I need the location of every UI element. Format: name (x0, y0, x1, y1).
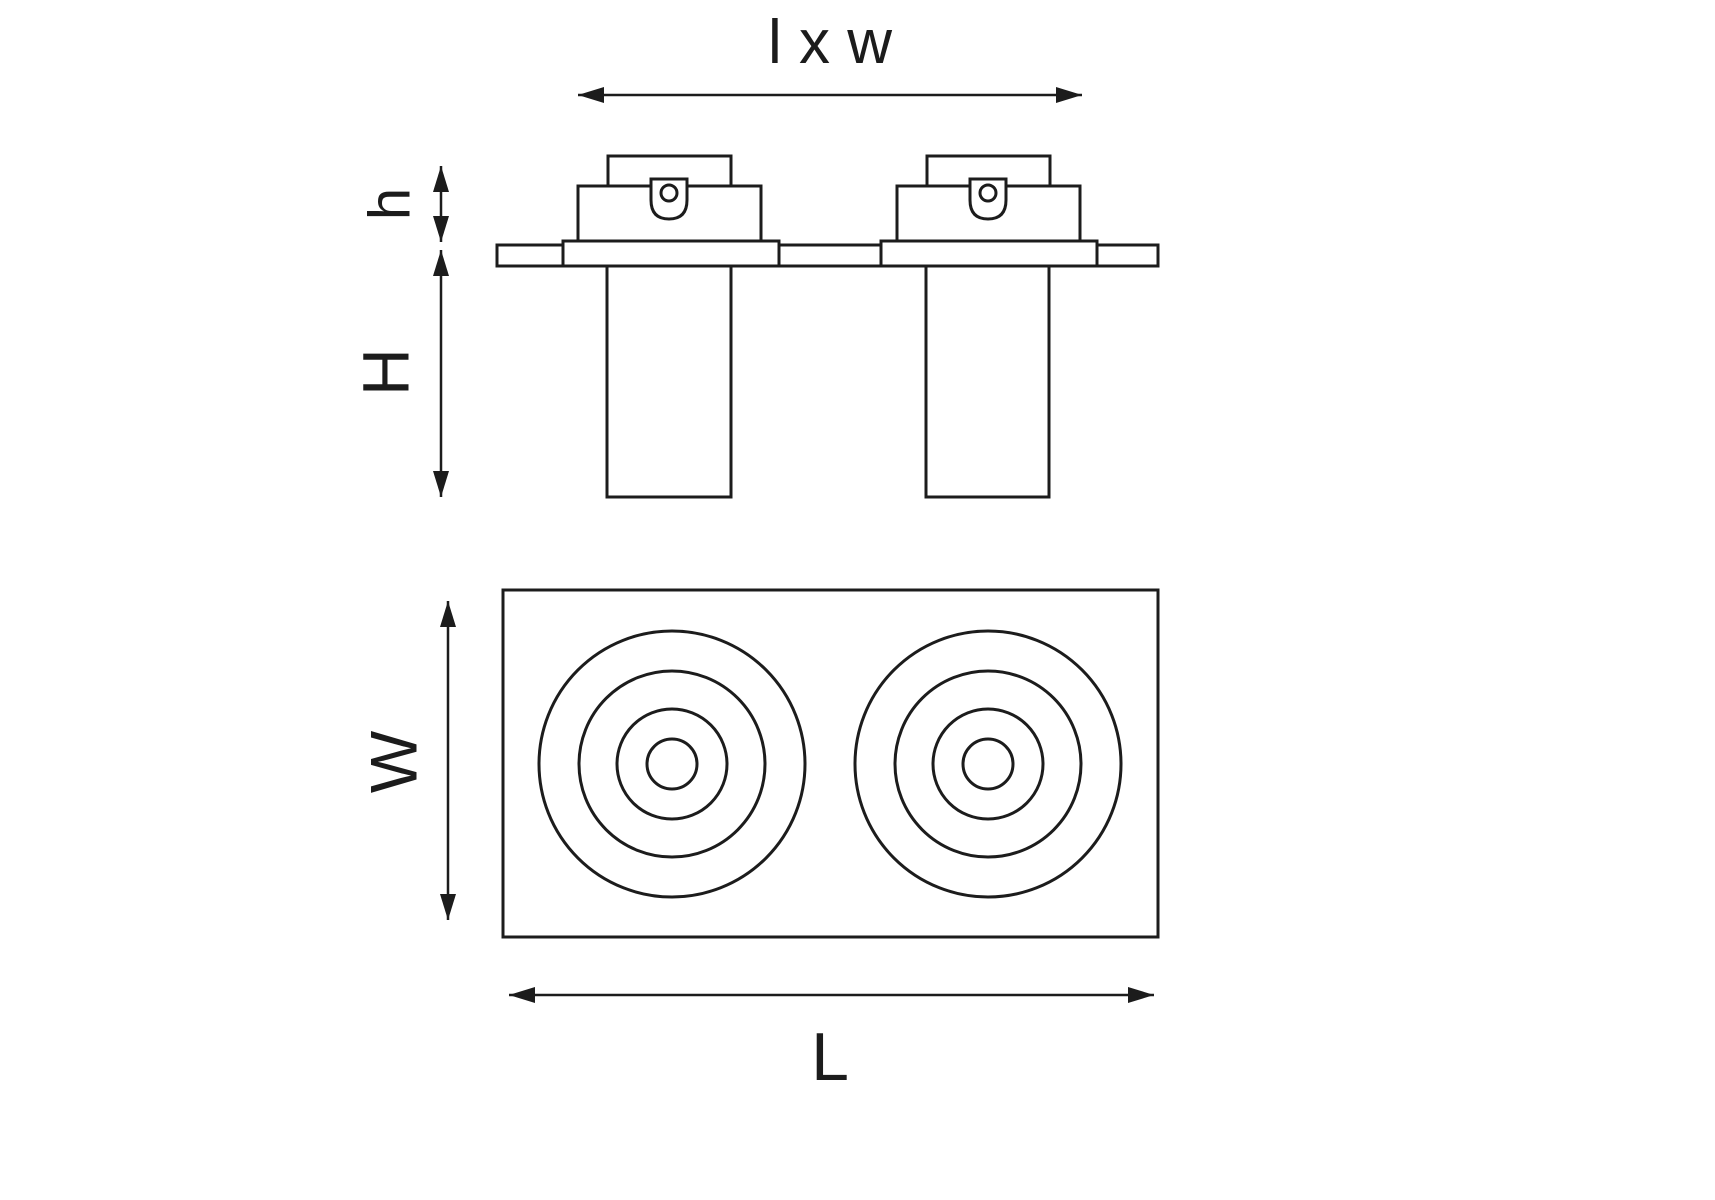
right-spotlight-housing (895, 154, 1082, 243)
dimension-h: h (357, 166, 449, 242)
dimension-L-label: L (811, 1019, 849, 1095)
plan-view: W L (356, 588, 1160, 1095)
plate-right-boss (879, 239, 1099, 268)
right-spotlight-cylinder (924, 264, 1051, 499)
plate-left-boss (561, 239, 781, 268)
plate-left-flange (495, 243, 565, 268)
left-spotlight-cylinder (605, 264, 733, 499)
dimension-lxw: l x w (578, 8, 1082, 103)
left-clip-screw (659, 183, 679, 203)
dimension-L: L (509, 987, 1154, 1095)
dimension-H: H (348, 250, 449, 497)
dimension-H-label: H (348, 348, 422, 396)
left-spotlight-housing (576, 154, 763, 243)
elevation-view: l x w h H (348, 8, 1160, 499)
left-aperture (537, 629, 807, 899)
dimension-lxw-label: l x w (768, 8, 892, 77)
mounting-plate (495, 239, 1160, 268)
dimension-W-label: W (356, 730, 430, 793)
dimension-W: W (356, 601, 456, 920)
right-aperture (853, 629, 1123, 899)
right-clip-screw (978, 183, 998, 203)
plate-middle-section (777, 243, 883, 268)
plate-right-flange (1095, 243, 1160, 268)
dimension-h-label: h (357, 188, 422, 220)
left-ring-inner (645, 737, 699, 791)
right-ring-inner (961, 737, 1015, 791)
